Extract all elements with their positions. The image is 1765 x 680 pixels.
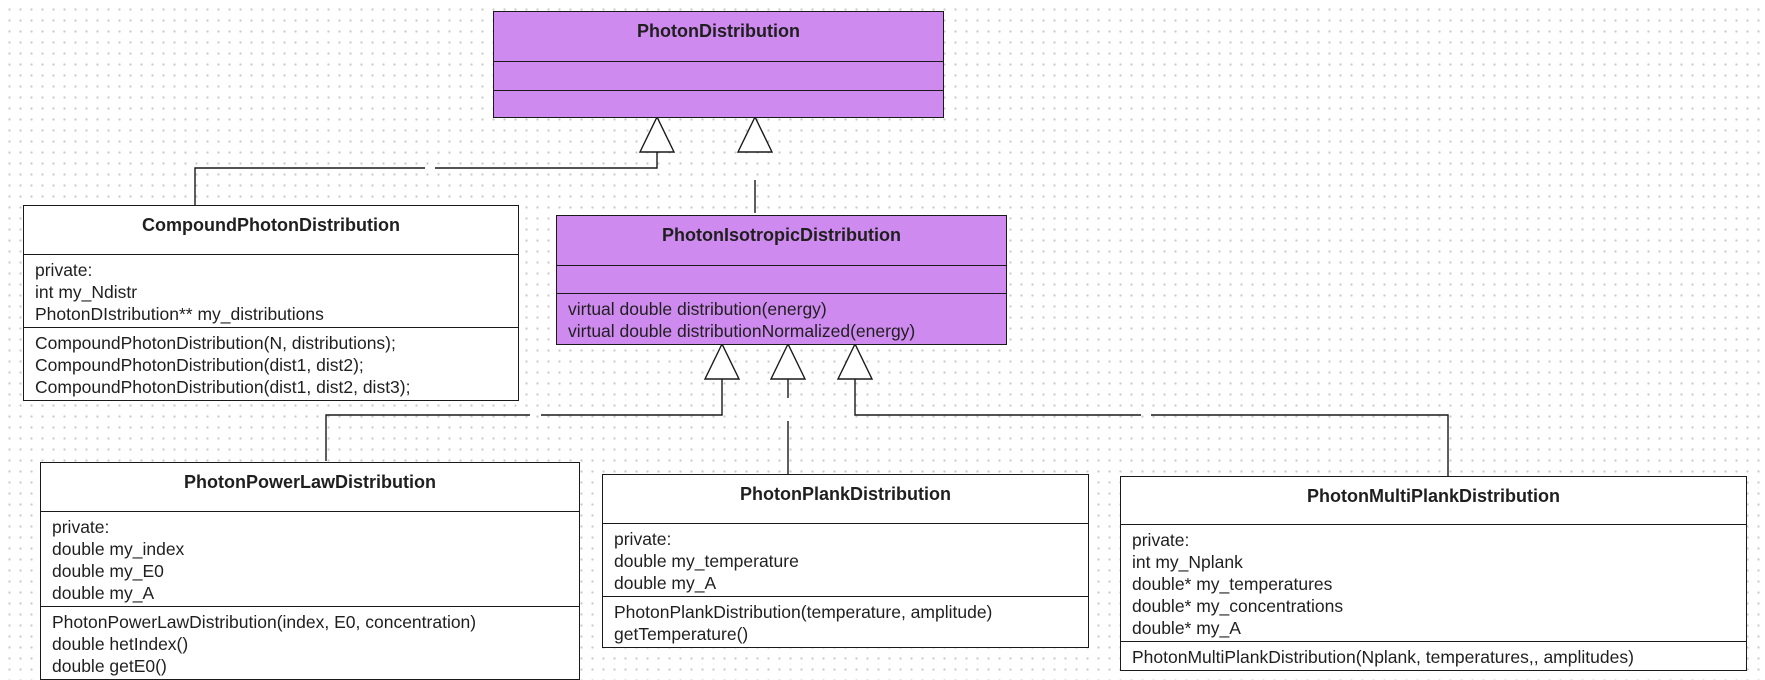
attribute-line: double* my_concentrations [1132,596,1344,616]
class-methods-section: CompoundPhotonDistribution(N, distributi… [24,328,518,400]
attribute-line: PhotonDIstribution** my_distributions [35,304,324,324]
class-methods-section: PhotonPowerLawDistribution(index, E0, co… [41,607,579,679]
class-photon-power-law-distribution[interactable]: PhotonPowerLawDistribution private: doub… [40,462,580,680]
class-attributes-section [494,62,943,91]
class-methods-section [494,91,943,117]
class-methods-section: PhotonPlankDistribution(temperature, amp… [603,597,1088,647]
inheritance-arrowhead-icon [638,115,676,153]
method-line: PhotonPlankDistribution(temperature, amp… [614,602,993,622]
edge-powerlaw-to-isotropic[interactable] [325,414,530,461]
method-line: virtual double distributionNormalized(en… [568,321,916,341]
attribute-line: double my_index [52,539,185,559]
class-methods-section: virtual double distribution(energy) virt… [557,294,1006,344]
attribute-line: double my_E0 [52,561,164,581]
attribute-line: private: [1132,530,1190,550]
edge-multiplank-to-isotropic[interactable] [854,379,1141,416]
attribute-line: private: [52,517,110,537]
class-photon-multi-plank-distribution[interactable]: PhotonMultiPlankDistribution private: in… [1120,476,1747,671]
attribute-line: private: [614,529,672,549]
method-line: virtual double distribution(energy) [568,299,827,319]
inheritance-arrowhead-icon [836,342,874,380]
class-photon-plank-distribution[interactable]: PhotonPlankDistribution private: double … [602,474,1089,648]
method-line: getTemperature() [614,624,749,644]
inheritance-arrowhead-icon [769,342,807,380]
edge-multiplank-to-isotropic-cont[interactable] [1151,414,1449,476]
class-name: PhotonPowerLawDistribution [41,463,579,512]
method-line: double getE0() [52,656,167,676]
inheritance-arrowhead-icon [703,342,741,380]
method-line: PhotonMultiPlankDistribution(Nplank, tem… [1132,647,1634,667]
class-attributes-section: private: double my_index double my_E0 do… [41,512,579,607]
attribute-line: double my_A [614,573,717,593]
class-photon-isotropic-distribution[interactable]: PhotonIsotropicDistribution virtual doub… [556,215,1007,345]
method-line: double hetIndex() [52,634,189,654]
attribute-line: double* my_A [1132,618,1241,638]
attribute-line: int my_Ndistr [35,282,138,302]
class-name: PhotonIsotropicDistribution [557,216,1006,266]
class-name: PhotonMultiPlankDistribution [1121,477,1746,525]
attribute-line: double my_A [52,583,155,603]
method-line: CompoundPhotonDistribution(dist1, dist2,… [35,377,411,397]
class-methods-section: PhotonMultiPlankDistribution(Nplank, tem… [1121,642,1746,670]
class-attributes-section [557,266,1006,294]
attribute-line: double my_temperature [614,551,799,571]
class-name: CompoundPhotonDistribution [24,206,518,255]
class-name: PhotonPlankDistribution [603,475,1088,524]
attribute-line: int my_Nplank [1132,552,1243,572]
method-line: PhotonPowerLawDistribution(index, E0, co… [52,612,477,632]
method-line: CompoundPhotonDistribution(N, distributi… [35,333,396,353]
class-attributes-section: private: int my_Nplank double* my_temper… [1121,525,1746,642]
class-attributes-section: private: double my_temperature double my… [603,524,1088,597]
class-name: PhotonDistribution [494,12,943,62]
class-attributes-section: private: int my_Ndistr PhotonDIstributio… [24,255,518,328]
attribute-line: private: [35,260,93,280]
edge-compound-to-photon-distribution[interactable] [194,167,425,206]
class-photon-distribution[interactable]: PhotonDistribution [493,11,944,118]
attribute-line: double* my_temperatures [1132,574,1333,594]
method-line: CompoundPhotonDistribution(dist1, dist2)… [35,355,364,375]
edge-compound-to-photon-distribution-cont[interactable] [435,152,658,169]
inheritance-arrowhead-icon [736,115,774,153]
edge-powerlaw-to-isotropic-cont[interactable] [541,379,723,416]
class-compound-photon-distribution[interactable]: CompoundPhotonDistribution private: int … [23,205,519,401]
